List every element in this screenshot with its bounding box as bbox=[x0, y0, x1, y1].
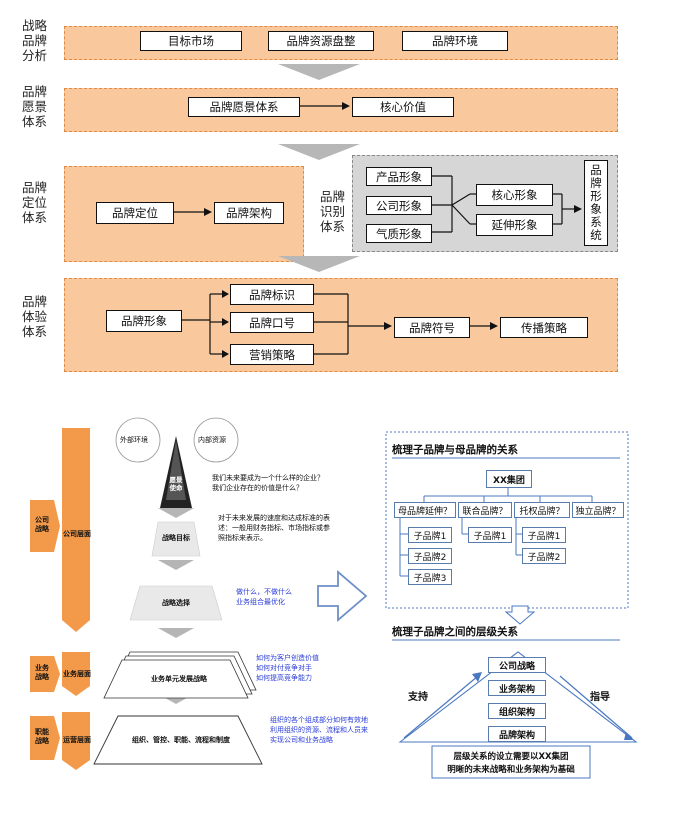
box-product-image: 产品形象 bbox=[366, 167, 432, 186]
stack-corporate-strategy: 公司战略 bbox=[488, 657, 546, 673]
box-brand-vision-system: 品牌愿景体系 bbox=[188, 97, 300, 117]
box-brand-symbol: 品牌符号 bbox=[394, 317, 470, 338]
box-communication-strategy: 传播策略 bbox=[500, 317, 588, 338]
sub-brand-2-c: 子品牌2 bbox=[522, 548, 566, 564]
apex-vision-mission: 愿景使命 bbox=[169, 476, 183, 492]
sub-brand-1-c: 子品牌1 bbox=[522, 527, 566, 543]
box-company-image: 公司形象 bbox=[366, 196, 432, 215]
bar-operations-level: 运营层面 bbox=[63, 736, 91, 744]
sub-brand-2-a: 子品牌2 bbox=[408, 548, 452, 564]
title-parent-child-relation: 梳理子品牌与母品牌的关系 bbox=[392, 444, 518, 456]
sub-brand-1-b: 子品牌1 bbox=[468, 527, 512, 543]
box-marketing-strategy: 营销策略 bbox=[230, 344, 314, 365]
level-business-unit-strategy: 业务单元发展战略 bbox=[151, 675, 207, 683]
footer-line-1: 层级关系的设立需要以XX集团 bbox=[453, 752, 569, 762]
box-brand-image-system: 品牌形象系统 bbox=[584, 160, 608, 246]
box-brand-positioning: 品牌定位 bbox=[96, 202, 174, 224]
box-brand-resources: 品牌资源盘整 bbox=[268, 31, 374, 51]
type-independent-brand: 独立品牌？ bbox=[572, 502, 624, 518]
box-brand-slogan: 品牌口号 bbox=[230, 312, 314, 333]
identity-label: 品牌识别体系 bbox=[320, 189, 346, 234]
tag-functional-strategy: 职能战略 bbox=[35, 728, 49, 745]
side-label-strategy-analysis: 战略品牌分析 bbox=[22, 18, 48, 63]
stack-brand-architecture: 品牌架构 bbox=[488, 726, 546, 742]
level4-text-2: 利用组织的资源、流程和人员来 bbox=[270, 726, 368, 734]
box-group: XX集团 bbox=[486, 470, 532, 488]
label-guide: 指导 bbox=[590, 692, 610, 703]
box-core-value: 核心价值 bbox=[352, 97, 454, 117]
level1-text-2: 述：一般用财务指标、市场指标或参 bbox=[218, 524, 330, 532]
footer-line-2: 明晰的未来战略和业务架构为基础 bbox=[447, 765, 575, 775]
level-strategic-goal: 战略目标 bbox=[162, 534, 190, 542]
box-core-image: 核心形象 bbox=[476, 184, 553, 206]
tag-corporate-strategy: 公司战略 bbox=[35, 516, 49, 533]
band-vision bbox=[64, 88, 618, 132]
level3-text-3: 如何提高竞争能力 bbox=[256, 674, 312, 682]
level3-text-1: 如何为客户创造价值 bbox=[256, 654, 319, 662]
label-support: 支持 bbox=[408, 692, 428, 703]
title-hierarchy-relation: 梳理子品牌之间的层级关系 bbox=[392, 626, 518, 638]
sub-brand-1-a: 子品牌1 bbox=[408, 527, 452, 543]
circle-external-environment: 外部环境 bbox=[120, 436, 148, 444]
type-co-brand: 联合品牌？ bbox=[458, 502, 512, 518]
type-endorsed-brand: 托权品牌？ bbox=[514, 502, 570, 518]
level4-text-1: 组织的各个组成部分如何有效地 bbox=[270, 716, 368, 724]
box-brand-architecture: 品牌架构 bbox=[214, 202, 284, 224]
side-label-vision: 品牌愿景体系 bbox=[22, 84, 48, 129]
box-target-market: 目标市场 bbox=[140, 31, 242, 51]
stack-business-architecture: 业务架构 bbox=[488, 680, 546, 696]
type-parent-extension: 母品牌延伸？ bbox=[394, 502, 456, 518]
stack-org-architecture: 组织架构 bbox=[488, 703, 546, 719]
circle-internal-resources: 内部资源 bbox=[198, 436, 226, 444]
box-brand-logo: 品牌标识 bbox=[230, 284, 314, 305]
box-brand-image: 品牌形象 bbox=[106, 310, 182, 332]
level2-text-2: 业务组合最优化 bbox=[236, 598, 285, 606]
level1-text-3: 照指标来表示。 bbox=[218, 534, 267, 542]
level-strategic-choice: 战略选择 bbox=[162, 599, 190, 607]
apex-text-1: 我们未来要成为一个什么样的企业？ bbox=[212, 474, 324, 482]
bar-corporate-level: 公司层面 bbox=[63, 530, 91, 538]
level1-text-1: 对于未来发展的速度和达成标准的表 bbox=[218, 514, 330, 522]
side-label-experience: 品牌体验体系 bbox=[22, 294, 48, 339]
level-operations: 组织、管控、职能、流程和制度 bbox=[132, 736, 230, 744]
bar-business-level: 业务层面 bbox=[63, 670, 91, 678]
box-extended-image: 延伸形象 bbox=[476, 214, 553, 236]
level4-text-3: 实现公司和业务战略 bbox=[270, 736, 333, 744]
sub-brand-3-a: 子品牌3 bbox=[408, 569, 452, 585]
level2-text-1: 做什么，不做什么 bbox=[236, 588, 292, 596]
level3-text-2: 如何对付竞争对手 bbox=[256, 664, 312, 672]
side-label-positioning: 品牌定位体系 bbox=[22, 180, 48, 225]
box-brand-environment: 品牌环境 bbox=[402, 31, 508, 51]
box-temperament-image: 气质形象 bbox=[366, 224, 432, 243]
tag-business-strategy: 业务战略 bbox=[35, 664, 49, 681]
apex-text-2: 我们企业存在的价值是什么？ bbox=[212, 484, 303, 492]
